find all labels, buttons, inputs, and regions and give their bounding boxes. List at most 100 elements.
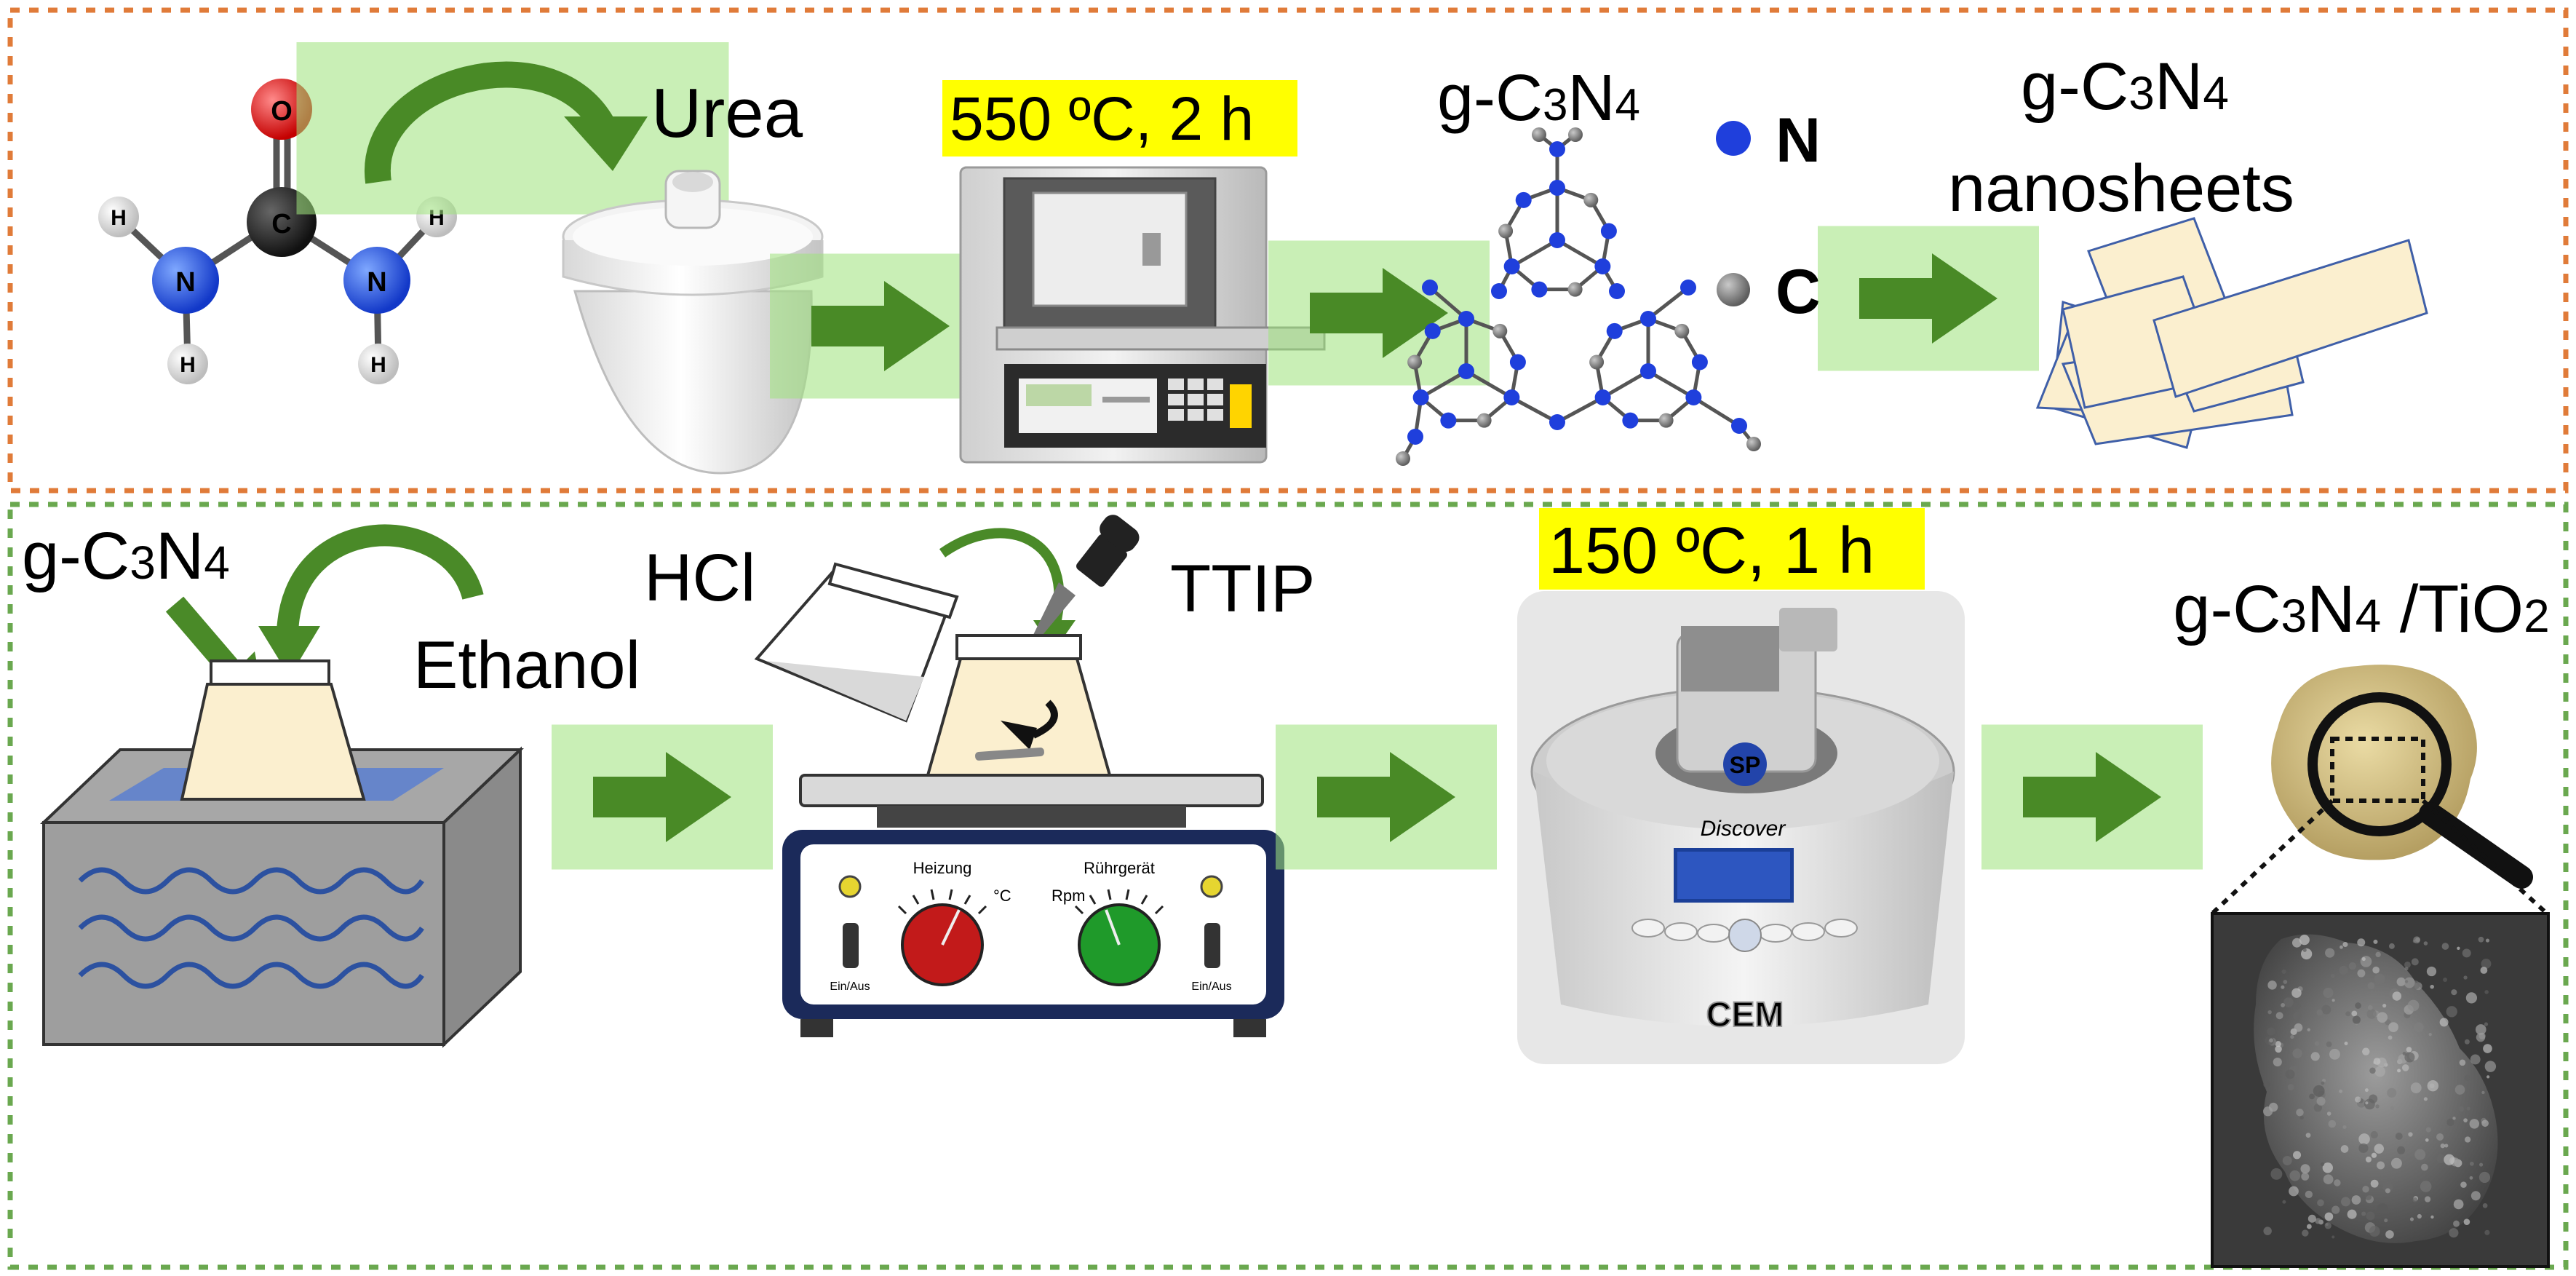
sem-particle <box>2451 989 2457 996</box>
sem-particle <box>2444 1154 2455 1165</box>
sem-particle <box>2440 1143 2446 1149</box>
sem-particle <box>2294 1023 2303 1032</box>
sem-particle <box>2374 1066 2385 1077</box>
sem-particle <box>2366 1211 2375 1221</box>
nanosheets-sub2: 4 <box>2203 67 2229 119</box>
reactor-condition-label: 150 ºC, 1 h <box>1549 515 1875 587</box>
sem-particle <box>2409 1217 2414 1221</box>
sem-particle <box>2443 978 2448 983</box>
gcn-nitrogen-atom <box>1549 414 1565 430</box>
ethanol-label: Ethanol <box>413 628 640 702</box>
sem-particle <box>2481 959 2492 969</box>
sem-particle <box>2267 1027 2275 1036</box>
sem-particle <box>2463 975 2468 980</box>
sem-particle <box>2331 1235 2335 1239</box>
sem-particle <box>2342 941 2348 948</box>
sem-particle <box>2348 962 2356 970</box>
sem-particle <box>2329 1048 2340 1060</box>
sem-particle <box>2317 1199 2324 1207</box>
sem-particle <box>2340 1145 2349 1153</box>
sem-particle <box>2402 1052 2406 1056</box>
sem-particle <box>2281 969 2286 975</box>
sem-particle <box>2342 1125 2347 1130</box>
gcn-carbon-atom <box>1476 413 1492 428</box>
gcn-bond <box>1420 369 1468 400</box>
right-indicator-light <box>1200 875 1223 898</box>
sem-particle <box>2293 1151 2302 1160</box>
sem-particle <box>2341 1197 2350 1207</box>
nanosheets-sub1: 3 <box>2128 67 2155 119</box>
sem-particle <box>2309 1093 2315 1100</box>
gcn-nitrogen-atom <box>1549 232 1565 248</box>
add-ethanol-arrow-icon <box>258 524 484 677</box>
sem-particle <box>2369 1067 2376 1074</box>
sem-particle <box>2485 938 2490 943</box>
product-suffix: /TiO <box>2381 572 2524 646</box>
sem-particle <box>2361 956 2366 962</box>
gcn-bond <box>1556 238 1604 269</box>
sem-particle <box>2294 1002 2301 1010</box>
gcn-nitrogen-atom <box>1412 389 1429 405</box>
crucible-icon <box>562 170 824 475</box>
sem-particle <box>2454 1085 2465 1095</box>
sem-particle <box>2331 973 2335 978</box>
sem-particle <box>2365 1156 2372 1162</box>
gcn-nitrogen-atom <box>1509 354 1526 370</box>
sem-particle <box>2484 990 2489 994</box>
sem-particle <box>2310 1052 2320 1061</box>
sem-particle <box>2480 967 2488 974</box>
gcn-nitrogen-atom <box>1549 180 1565 196</box>
gcn-bond <box>1510 395 1559 424</box>
sem-particle <box>2421 1163 2428 1171</box>
sem-particle <box>2464 1039 2470 1045</box>
nitrogen-atom-left <box>152 247 219 314</box>
sem-particle <box>2483 1044 2492 1053</box>
sem-particle <box>2293 1011 2302 1021</box>
sem-particle <box>2430 984 2434 989</box>
zoom-guide-lines <box>2210 799 2549 916</box>
sem-particle <box>2388 1035 2393 1040</box>
sem-particle <box>2439 1018 2449 1027</box>
gcn-carbon-atom <box>1498 223 1514 239</box>
sem-particle <box>2305 1190 2313 1199</box>
sem-particle <box>2373 939 2378 944</box>
sem-particle <box>2334 1179 2341 1186</box>
sem-particle <box>2369 1094 2378 1103</box>
sem-particle <box>2321 1081 2325 1085</box>
sem-particle <box>2404 1052 2415 1063</box>
hcl-label: HCl <box>644 541 755 615</box>
gcn-carbon-atom <box>1583 192 1599 207</box>
sem-particle <box>2263 1227 2272 1235</box>
furnace-condition-highlight <box>942 80 1297 156</box>
sem-particle <box>2374 1144 2384 1154</box>
sem-particle <box>2446 1118 2454 1127</box>
sem-particle <box>2387 1087 2397 1098</box>
sem-particle <box>2428 1033 2432 1037</box>
sem-particle <box>2478 1162 2484 1167</box>
sem-particle <box>2459 1059 2466 1066</box>
sem-particle <box>2325 948 2335 958</box>
gcn-nitrogen-atom <box>1424 322 1441 339</box>
sem-particle <box>2275 1045 2282 1053</box>
bath-gcn-sub1: 3 <box>130 536 156 589</box>
sem-particle <box>2344 1042 2348 1046</box>
bath-gcn-label: g-C3N4 <box>22 519 230 593</box>
rpm-label: Rpm <box>1052 887 1085 905</box>
sem-particle <box>2282 1200 2286 1204</box>
sem-particle <box>2283 980 2288 984</box>
hcl-beaker-icon <box>754 562 959 723</box>
nanosheets-icon <box>2035 217 2428 449</box>
sem-particle <box>2377 1012 2388 1023</box>
hydrogen-atom-label: H <box>111 206 127 230</box>
sem-particle <box>2404 967 2409 971</box>
sem-particle <box>2360 956 2372 967</box>
sem-particle <box>2453 1220 2460 1227</box>
gcn-bond <box>1692 395 1741 428</box>
gcn-carbon-atom <box>1567 282 1583 297</box>
sem-particle <box>2315 1041 2320 1046</box>
gcn-bond <box>1602 369 1650 400</box>
sem-particle <box>2413 936 2421 944</box>
left-switch-label: Ein/Aus <box>830 980 870 993</box>
gcn-structure-label: g-C3N4 <box>1437 62 1640 135</box>
sem-particle <box>2410 1082 2422 1093</box>
